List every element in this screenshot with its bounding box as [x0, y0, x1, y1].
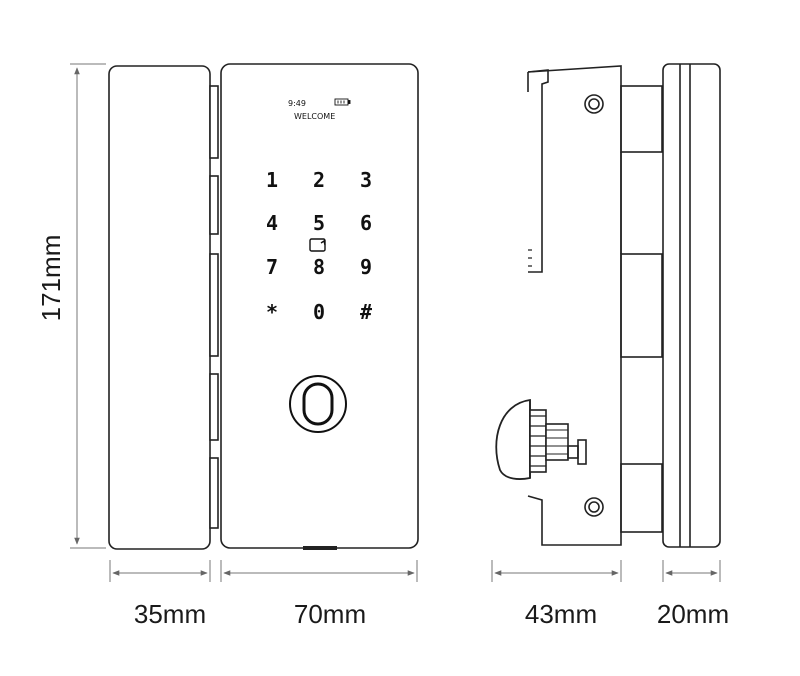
- key-6[interactable]: 6: [360, 211, 372, 235]
- dimension-height-label: 171mm: [36, 235, 66, 322]
- key-7[interactable]: 7: [266, 255, 278, 279]
- key-0[interactable]: 0: [313, 300, 325, 324]
- dimension-back-depth-label: 20mm: [657, 599, 729, 629]
- fingerprint-sensor-icon[interactable]: [289, 375, 347, 433]
- key-1[interactable]: 1: [266, 168, 278, 192]
- key-star[interactable]: *: [266, 300, 278, 324]
- key-9[interactable]: 9: [360, 255, 372, 279]
- battery-icon: [334, 98, 351, 106]
- dimension-lines: [70, 63, 721, 582]
- card-reader-icon: [309, 238, 326, 252]
- key-hash[interactable]: #: [360, 300, 372, 324]
- key-4[interactable]: 4: [266, 211, 278, 235]
- key-8[interactable]: 8: [313, 255, 325, 279]
- screen-time: 9:49: [288, 99, 306, 108]
- keypad: 1 2 3 4 5 6 7 8 9 * 0 #: [266, 168, 372, 324]
- key-3[interactable]: 3: [360, 168, 372, 192]
- key-2[interactable]: 2: [313, 168, 325, 192]
- dimension-lock-width-label: 70mm: [294, 599, 366, 629]
- screen-message: WELCOME: [294, 112, 335, 121]
- handle-front-view: [108, 65, 219, 550]
- key-5[interactable]: 5: [313, 211, 325, 235]
- lock-side-view: [495, 63, 721, 548]
- lock-front-view: 9:49 WELCOME 1 2 3 4 5 6 7 8 9 * 0 #: [220, 63, 419, 550]
- dimension-side-depth-label: 43mm: [525, 599, 597, 629]
- dimension-handle-width-label: 35mm: [134, 599, 206, 629]
